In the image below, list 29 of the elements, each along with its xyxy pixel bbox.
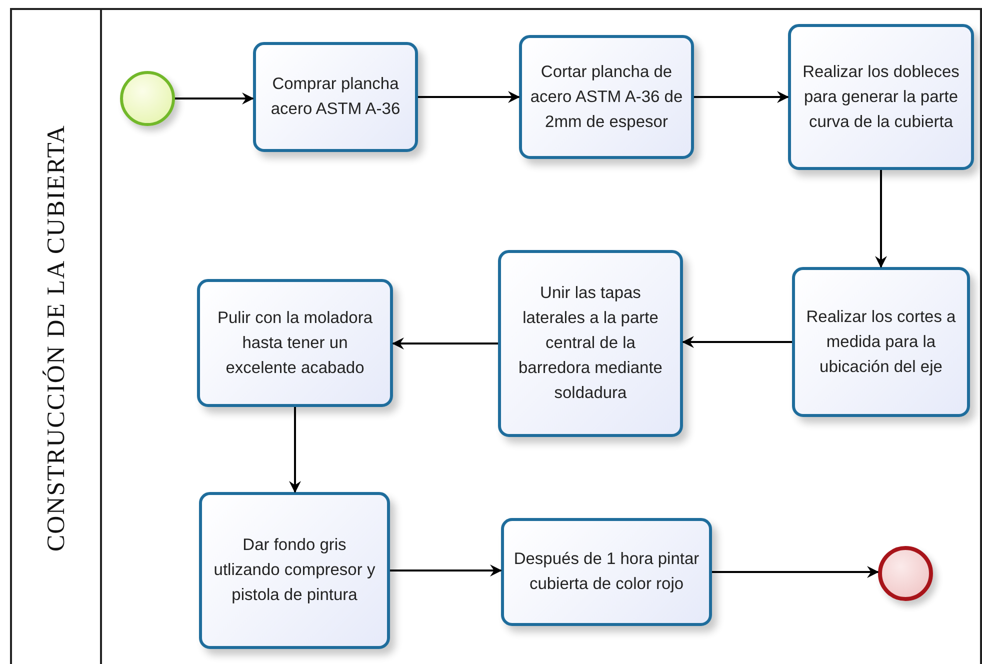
- sequence-flow-arrow: [682, 336, 792, 348]
- task-box: [519, 35, 694, 159]
- task-box: [197, 279, 393, 407]
- start-event-circle: [120, 71, 175, 126]
- task-box: [788, 24, 974, 170]
- sequence-flow-arrow: [175, 92, 254, 104]
- task-box: [501, 518, 712, 626]
- task-label: Cortar plancha de acero ASTM A-36 de 2mm de espesor: [530, 62, 683, 132]
- sequence-flow-arrow: [712, 566, 879, 578]
- task-label: Unir las tapas laterales a la parte central de la barredora mediante soldadura: [517, 283, 664, 404]
- task-label: Realizar los dobleces para generar la parte curva de la cubierta: [802, 62, 960, 132]
- task-box: [498, 250, 683, 437]
- task-label: Realizar los cortes a medida para la ubicación del eje: [805, 306, 957, 378]
- task-label: Después de 1 hora pintar cubierta de color rojo: [512, 549, 700, 595]
- sequence-flow-arrow: [418, 91, 520, 103]
- sequence-flow-arrow: [289, 407, 301, 493]
- sequence-flow-arrow: [694, 91, 789, 103]
- sequence-flow-arrow: [392, 338, 498, 350]
- end-event-circle: [878, 546, 933, 601]
- sequence-flow-arrow: [875, 170, 887, 268]
- sequence-flow-arrow: [390, 564, 502, 576]
- lane-title: CONSTRUCCIÓN DE LA CUBIERTA: [43, 124, 71, 552]
- task-label: Pulir con la moladora hasta tener un excelente acabado: [216, 308, 374, 378]
- task-box: [253, 42, 418, 152]
- task-box: [199, 492, 390, 649]
- task-box: [792, 267, 970, 417]
- swimlane: [10, 8, 982, 664]
- task-label: Dar fondo gris utlizando compresor y pistola de pintura: [212, 535, 376, 606]
- task-label: Comprar plancha acero ASTM A-36: [270, 74, 402, 120]
